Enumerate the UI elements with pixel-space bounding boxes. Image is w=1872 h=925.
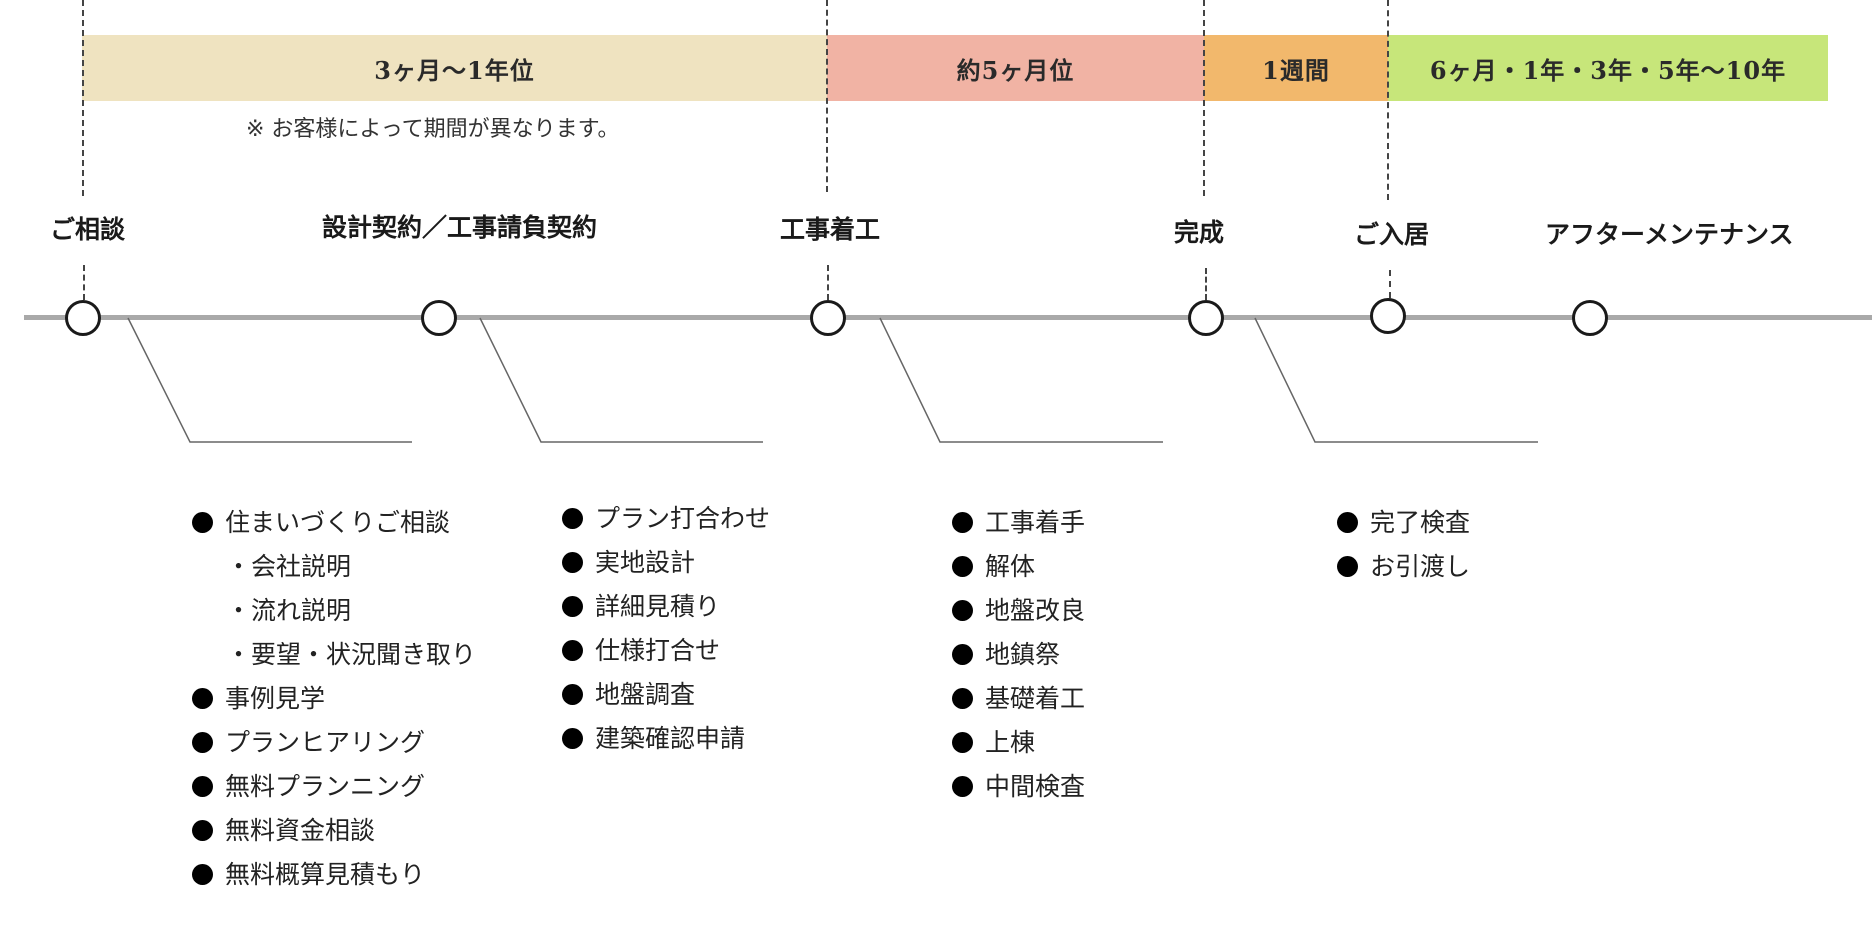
connector-move-in: [1389, 270, 1391, 298]
callout-line-contract: [479, 317, 763, 443]
period-label: 約5ヶ月位: [956, 55, 1075, 85]
separator-move-in: [1387, 0, 1389, 200]
bullet-icon: [952, 732, 973, 753]
callout-line-construction: [879, 317, 1163, 443]
period-label: 6ヶ月・1年・3年・5年〜10年: [1429, 55, 1787, 85]
task-item: 無料資金相談: [192, 809, 476, 853]
milestone-consultation: ご相談: [50, 215, 126, 244]
task-item: 地鎮祭: [952, 633, 1085, 677]
task-item: 上棟: [952, 721, 1085, 765]
connector-completion: [1205, 268, 1207, 300]
task-subitem: ・要望・状況聞き取り: [226, 640, 477, 669]
task-list-consultation: 住まいづくりご相談 ・会社説明 ・流れ説明 ・要望・状況聞き取り 事例見学 プラ…: [192, 501, 476, 897]
bullet-icon: [192, 732, 213, 753]
bullet-icon: [1337, 512, 1358, 533]
node-contract: [421, 300, 457, 336]
period-label: 3ヶ月〜1年位: [374, 55, 535, 85]
task-item: 完了検査: [1337, 501, 1470, 545]
separator-completion: [1203, 0, 1205, 196]
task-list-construction: 工事着手 解体 地盤改良 地鎮祭 基礎着工 上棟 中間検査: [952, 501, 1085, 809]
bullet-icon: [562, 684, 583, 705]
task-item: 仕様打合せ: [562, 629, 770, 673]
period-label: 1週間: [1262, 55, 1330, 85]
period-construction: 約5ヶ月位: [827, 35, 1204, 101]
callout-line-consultation: [127, 317, 412, 443]
milestone-completion: 完成: [1174, 218, 1225, 247]
task-item: 詳細見積り: [562, 585, 770, 629]
bullet-icon: [192, 688, 213, 709]
connector-construction: [827, 265, 829, 300]
task-item: 地盤調査: [562, 673, 770, 717]
bullet-icon: [952, 600, 973, 621]
task-item: プラン打合わせ: [562, 497, 770, 541]
milestone-move-in: ご入居: [1354, 220, 1430, 249]
bullet-icon: [952, 512, 973, 533]
node-after-maintenance: [1572, 300, 1608, 336]
bullet-icon: [192, 512, 213, 533]
bullet-icon: [562, 552, 583, 573]
bullet-icon: [952, 776, 973, 797]
bullet-icon: [562, 728, 583, 749]
task-item: 事例見学: [192, 677, 476, 721]
task-item: お引渡し: [1337, 545, 1470, 589]
task-subitem: ・流れ説明: [226, 596, 352, 625]
bullet-icon: [952, 688, 973, 709]
milestone-contract: 設計契約／工事請負契約: [322, 213, 598, 242]
node-move-in: [1370, 298, 1406, 334]
task-item: 無料概算見積もり: [192, 853, 476, 897]
period-completion-to-move-in: 1週間: [1204, 35, 1388, 101]
task-list-completion: 完了検査 お引渡し: [1337, 501, 1470, 589]
bullet-icon: [1337, 556, 1358, 577]
task-item: 地盤改良: [952, 589, 1085, 633]
task-item: 住まいづくりご相談: [192, 501, 476, 545]
timeline-axis: [24, 315, 1872, 320]
bullet-icon: [562, 640, 583, 661]
task-subitem: ・会社説明: [226, 552, 352, 581]
bullet-icon: [952, 644, 973, 665]
period-after-maintenance: 6ヶ月・1年・3年・5年〜10年: [1388, 35, 1828, 101]
separator-consultation: [82, 0, 84, 196]
task-item: 無料プランニング: [192, 765, 476, 809]
task-list-contract: プラン打合わせ 実地設計 詳細見積り 仕様打合せ 地盤調査 建築確認申請: [562, 497, 770, 761]
milestone-construction-start: 工事着工: [780, 215, 881, 244]
bullet-icon: [192, 776, 213, 797]
task-item: プランヒアリング: [192, 721, 476, 765]
task-item: 中間検査: [952, 765, 1085, 809]
callout-line-completion: [1254, 317, 1538, 443]
task-item: 建築確認申請: [562, 717, 770, 761]
bullet-icon: [192, 864, 213, 885]
separator-construction: [826, 0, 828, 192]
period-note: ※ お客様によって期間が異なります。: [246, 117, 620, 142]
period-consultation-to-contract: 3ヶ月〜1年位: [82, 35, 827, 101]
task-item: 工事着手: [952, 501, 1085, 545]
connector-consultation: [83, 265, 85, 300]
task-item: 基礎着工: [952, 677, 1085, 721]
bullet-icon: [192, 820, 213, 841]
node-construction-start: [810, 300, 846, 336]
bullet-icon: [562, 508, 583, 529]
milestone-after-maintenance: アフターメンテナンス: [1545, 220, 1794, 249]
node-consultation: [65, 300, 101, 336]
bullet-icon: [562, 596, 583, 617]
node-completion: [1188, 300, 1224, 336]
bullet-icon: [952, 556, 973, 577]
task-item: 解体: [952, 545, 1085, 589]
task-item: 実地設計: [562, 541, 770, 585]
